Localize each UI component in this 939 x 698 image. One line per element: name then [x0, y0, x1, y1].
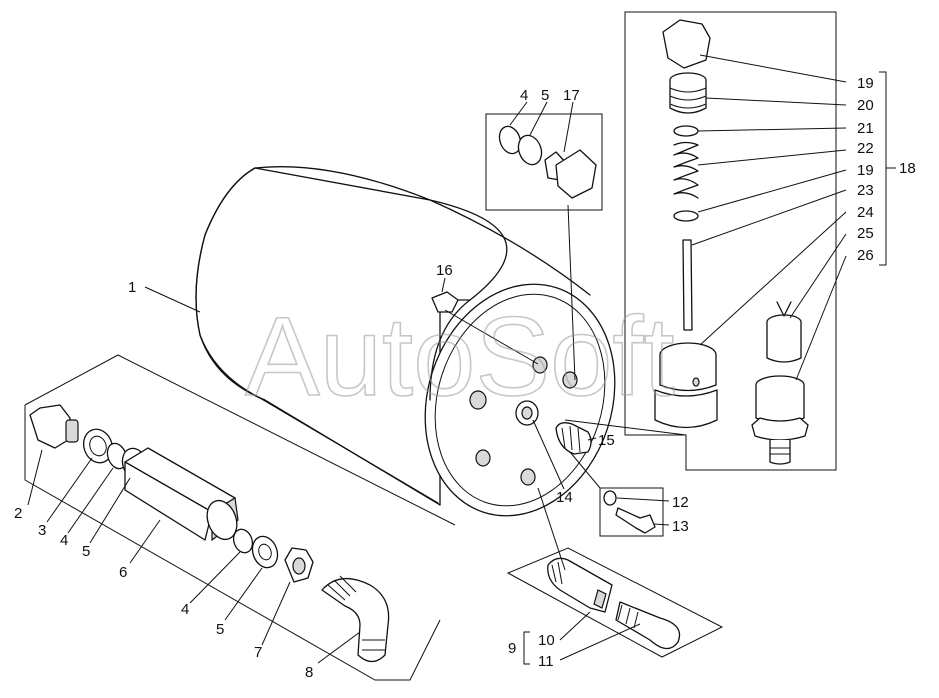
callout-17: 17	[563, 87, 580, 104]
callout-18: 18	[899, 160, 916, 177]
callout-labels: 1 2 3 4 5 6 4 5 7 8 9 10 11 12 13 14 15 …	[14, 75, 916, 681]
callout-5: 5	[82, 543, 90, 560]
callout-22: 22	[857, 140, 874, 157]
callout-5-top: 5	[541, 87, 549, 104]
callout-4: 4	[60, 532, 68, 549]
callout-23: 23	[857, 182, 874, 199]
air-receiver-tank	[195, 166, 616, 517]
tee-inset	[506, 487, 724, 658]
callout-13: 13	[672, 518, 689, 535]
valve-15	[555, 422, 592, 455]
callout-20: 20	[857, 97, 874, 114]
watermark: AutoSoft	[245, 294, 675, 419]
callout-4-lower: 4	[181, 601, 189, 618]
leader-lines	[27, 54, 896, 665]
callout-24: 24	[857, 204, 874, 221]
callout-1: 1	[128, 279, 136, 296]
callout-9: 9	[508, 640, 516, 657]
left-drain-assembly	[24, 354, 456, 681]
callout-16: 16	[436, 262, 453, 279]
callout-2: 2	[14, 505, 22, 522]
callout-4-top: 4	[520, 87, 528, 104]
callout-8: 8	[305, 664, 313, 681]
callout-7: 7	[254, 644, 262, 661]
plug-16	[431, 291, 539, 365]
plug-inset	[485, 113, 603, 381]
bolt-inset	[569, 451, 664, 537]
callout-21: 21	[857, 120, 874, 137]
callout-26: 26	[857, 247, 874, 264]
safety-valve-inset	[564, 11, 837, 471]
callout-12: 12	[672, 494, 689, 511]
callout-3: 3	[38, 522, 46, 539]
callout-10: 10	[538, 632, 555, 649]
callout-14: 14	[556, 489, 573, 506]
callout-19: 19	[857, 75, 874, 92]
callout-15: 15	[598, 432, 615, 449]
callout-11: 11	[538, 653, 554, 670]
callout-5-lower: 5	[216, 621, 224, 638]
callout-6: 6	[119, 564, 127, 581]
callout-19-lower: 19	[857, 162, 874, 179]
callout-25: 25	[857, 225, 874, 242]
